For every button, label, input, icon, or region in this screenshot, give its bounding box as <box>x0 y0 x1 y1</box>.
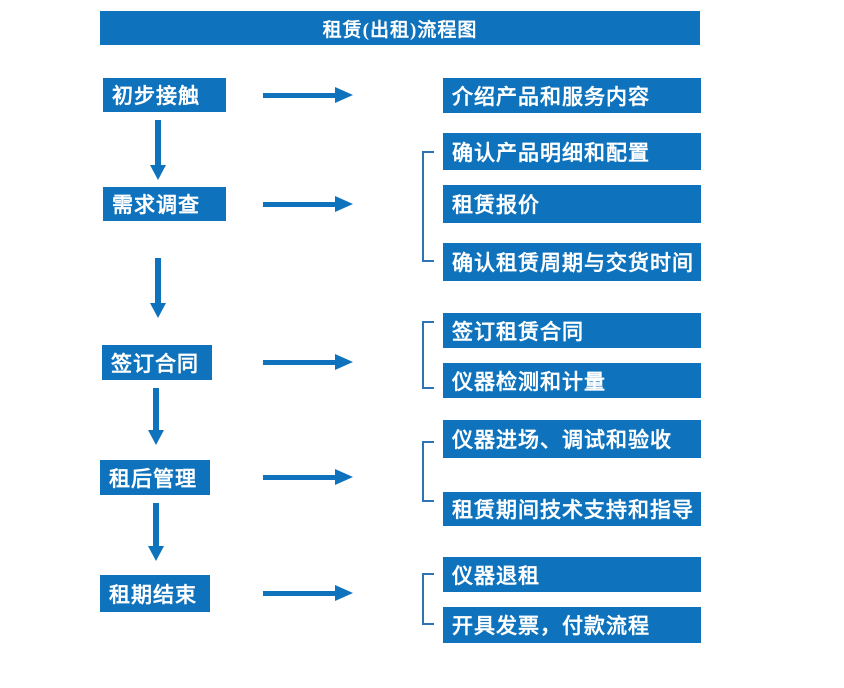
flowchart-title: 租赁(出租)流程图 <box>100 11 700 45</box>
arrow-head-icon <box>335 469 353 485</box>
arrow-head-icon <box>150 165 166 180</box>
down-arrow-stage2-stage3 <box>150 258 166 318</box>
arrow-head-icon <box>335 87 353 103</box>
arrow-head-icon <box>335 585 353 601</box>
detail-box-sign-rental-contract: 签订租赁合同 <box>443 313 701 348</box>
detail-box-confirm-product-details-config: 确认产品明细和配置 <box>443 133 701 170</box>
arrow-shaft <box>263 360 336 365</box>
stage-box-sign-contract: 签订合同 <box>102 345 212 380</box>
arrow-shaft <box>153 503 159 548</box>
arrow-head-icon <box>148 430 164 445</box>
detail-box-rental-tech-support-guidance: 租赁期间技术支持和指导 <box>443 492 701 526</box>
detail-box-instrument-arrival-debug-acceptance: 仪器进场、调试和验收 <box>443 420 701 458</box>
stage-box-initial-contact: 初步接触 <box>103 78 226 112</box>
group-bracket-sign-contract <box>422 321 434 389</box>
detail-box-introduce-products-services: 介绍产品和服务内容 <box>443 78 701 113</box>
right-arrow-post-rental-management <box>263 469 353 485</box>
group-bracket-post-rental-management <box>422 441 434 502</box>
right-arrow-lease-end <box>263 585 353 601</box>
stage-box-lease-end: 租期结束 <box>100 575 210 612</box>
down-arrow-stage3-stage4 <box>148 388 164 445</box>
stage-box-post-rental-management: 租后管理 <box>100 460 210 495</box>
detail-box-instrument-return: 仪器退租 <box>443 557 701 592</box>
arrow-shaft <box>263 202 336 207</box>
arrow-head-icon <box>335 196 353 212</box>
down-arrow-stage1-stage2 <box>150 120 166 180</box>
arrow-shaft <box>263 475 336 480</box>
detail-box-rental-quote: 租赁报价 <box>443 185 701 223</box>
arrow-head-icon <box>335 354 353 370</box>
arrow-shaft <box>153 388 159 432</box>
arrow-shaft <box>155 120 161 167</box>
arrow-shaft <box>155 258 161 305</box>
down-arrow-stage4-stage5 <box>148 503 164 561</box>
arrow-shaft <box>263 591 336 596</box>
detail-box-confirm-rental-period-delivery: 确认租赁周期与交货时间 <box>443 243 701 281</box>
group-bracket-lease-end <box>422 573 434 625</box>
right-arrow-demand-survey <box>263 196 353 212</box>
arrow-head-icon <box>148 546 164 561</box>
stage-box-demand-survey: 需求调查 <box>103 187 226 221</box>
arrow-shaft <box>263 93 336 98</box>
right-arrow-sign-contract <box>263 354 353 370</box>
right-arrow-initial-contact <box>263 87 353 103</box>
detail-box-invoice-payment-process: 开具发票，付款流程 <box>443 607 701 643</box>
arrow-head-icon <box>150 303 166 318</box>
group-bracket-demand-survey <box>422 151 434 262</box>
detail-box-instrument-inspection-calibration: 仪器检测和计量 <box>443 363 701 398</box>
